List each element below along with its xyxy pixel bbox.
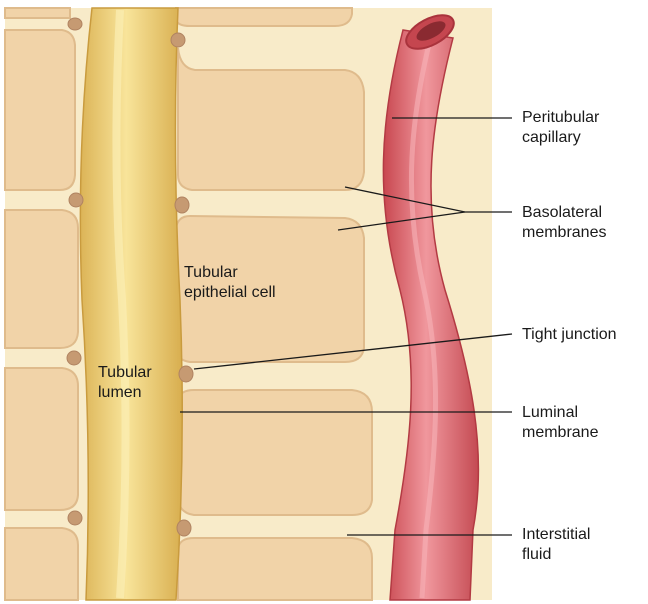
label-tight-junction: Tight junction [522,325,617,345]
right-epithelial-wall [176,8,372,600]
epithelial-cell [5,368,78,510]
label-luminal-membrane: Luminal membrane [522,403,598,443]
label-tubular-lumen: Tubular lumen [98,363,152,403]
tight-junction [177,520,191,536]
tight-junction [67,351,81,365]
tight-junction [179,366,193,382]
tight-junction [68,511,82,525]
epithelial-cell [5,8,70,18]
label-basolateral-membranes: Basolateral membranes [522,203,606,243]
epithelial-cell [5,210,78,348]
label-interstitial-fluid: Interstitial fluid [522,525,590,565]
tight-junction [69,193,83,207]
label-tubular-epithelial-cell: Tubular epithelial cell [184,263,276,303]
label-peritubular-capillary: Peritubular capillary [522,108,599,148]
epithelial-cell [178,48,364,190]
tubular-lumen [80,8,182,600]
epithelial-cell [176,8,352,26]
tight-junction [175,197,189,213]
tight-junction [68,18,82,30]
epithelial-cell [178,538,372,600]
epithelial-cell [5,528,78,600]
epithelial-cell [178,390,372,515]
tight-junction [171,33,185,47]
epithelial-cell [5,30,75,190]
